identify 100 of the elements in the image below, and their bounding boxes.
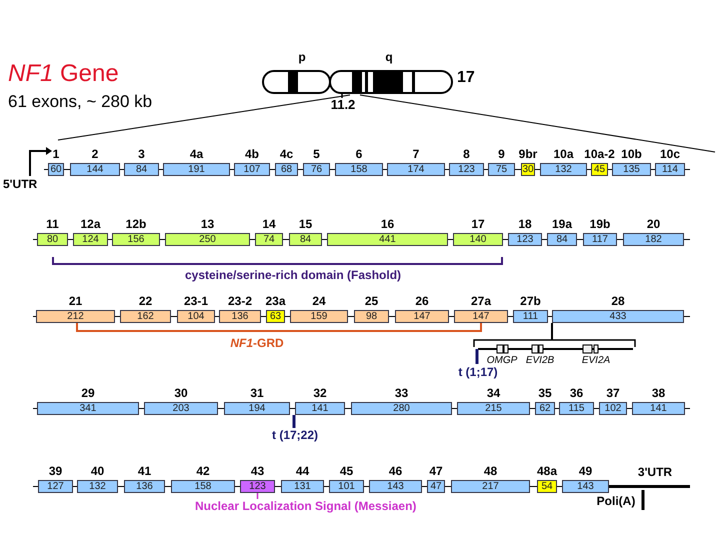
exon-box: 75 <box>488 163 515 176</box>
intron-line <box>576 239 584 240</box>
intron-line <box>72 486 78 487</box>
polya-label: Poli(A) <box>596 495 636 507</box>
exon-number: 27b <box>520 295 541 308</box>
exon-number: 25 <box>364 295 378 308</box>
breakpoint-label: t (17;22) <box>272 429 318 441</box>
exon-box: 132 <box>540 163 587 176</box>
exon-number: 27a <box>470 295 492 308</box>
intron-line <box>484 169 488 170</box>
exon-box: 194 <box>224 402 290 415</box>
exon-box: 114 <box>655 163 685 176</box>
intron-line <box>218 408 224 409</box>
exon-number: 2 <box>92 148 98 161</box>
exon-box: 123 <box>449 163 484 176</box>
exon-box: 80 <box>37 233 68 246</box>
exon-box: 136 <box>219 310 261 323</box>
signal-label: Nuclear Localization Signal (Messiaen) <box>195 499 415 513</box>
exon-box: 147 <box>395 310 449 323</box>
exon-box: 127 <box>38 480 73 493</box>
intron-line <box>508 316 514 317</box>
intron-line <box>260 316 266 317</box>
exon-box: 191 <box>163 163 230 176</box>
exon-box: 143 <box>369 480 422 493</box>
exon-number: 31 <box>250 387 264 400</box>
intron-line <box>448 239 454 240</box>
exon-box: 47 <box>427 480 445 493</box>
intron-line <box>502 239 508 240</box>
band-label: 11.2 <box>330 98 356 111</box>
exon-box: 111 <box>513 310 548 323</box>
intron-line <box>322 239 328 240</box>
gene-label: OMGP <box>486 356 518 366</box>
exon-number: 42 <box>196 465 210 478</box>
intron-line <box>348 316 354 317</box>
intron-line <box>160 239 166 240</box>
exon-number: 37 <box>606 387 620 400</box>
intron-line <box>364 486 370 487</box>
intron-line <box>234 486 240 487</box>
intron-line <box>282 239 290 240</box>
intron-line <box>298 169 304 170</box>
exon-number: 28 <box>611 295 625 308</box>
intron-line <box>68 239 74 240</box>
exon-box: 158 <box>171 480 235 493</box>
intron-line <box>214 316 220 317</box>
exon-number: 4a <box>190 148 204 161</box>
intron-line <box>164 486 172 487</box>
exon-box: 140 <box>453 233 503 246</box>
intron-line <box>64 169 70 170</box>
exon-box: 147 <box>454 310 508 323</box>
exon-box: 101 <box>329 480 364 493</box>
exon-box: 131 <box>281 480 324 493</box>
exon-number: 18 <box>518 218 532 231</box>
exon-box: 144 <box>70 163 120 176</box>
intron-line <box>534 169 540 170</box>
intron-line <box>444 169 450 170</box>
intron-line <box>554 408 560 409</box>
breakpoint-label: t (1;17) <box>458 366 498 378</box>
exon-number: 9br <box>518 148 538 161</box>
domain-label: cysteine/serine-rich domain (Fashold) <box>184 269 402 281</box>
intron-line <box>444 486 452 487</box>
intron-line <box>170 316 178 317</box>
intron-line <box>594 408 600 409</box>
exon-number: 35 <box>538 387 552 400</box>
intron-line <box>542 239 548 240</box>
domain-label: NF1-GRD <box>230 337 284 349</box>
utr-label: 3'UTR <box>638 466 672 478</box>
exon-number: 39 <box>48 465 62 478</box>
exon-number: 10a <box>553 148 574 161</box>
intron-line <box>616 239 624 240</box>
exon-number: 44 <box>296 465 310 478</box>
intron-line <box>586 169 592 170</box>
exon-box: 102 <box>599 402 627 415</box>
exon-number: 20 <box>646 218 660 231</box>
intron-line <box>250 239 256 240</box>
exon-box: 132 <box>77 480 118 493</box>
exon-box: 203 <box>144 402 218 415</box>
intron-line <box>120 169 124 170</box>
exon-box: 62 <box>535 402 555 415</box>
exon-number: 10c <box>660 148 680 161</box>
exon-box: 84 <box>124 163 159 176</box>
exon-number: 7 <box>412 148 420 161</box>
intron-line <box>626 408 632 409</box>
exon-number: 22 <box>138 295 152 308</box>
intron-line <box>388 316 396 317</box>
exon-number: 9 <box>498 148 505 161</box>
intron-line <box>290 408 296 409</box>
intron-line <box>158 169 164 170</box>
exon-box: 107 <box>234 163 270 176</box>
exon-number: 13 <box>200 218 214 231</box>
intron-line <box>422 486 428 487</box>
utr-label: 5'UTR <box>3 178 38 190</box>
exon-box: 182 <box>623 233 684 246</box>
title: NF1 Gene <box>8 60 119 88</box>
exon-box: 124 <box>73 233 108 246</box>
exon-box: 54 <box>537 480 557 493</box>
exon-number: 47 <box>429 465 443 478</box>
exon-box: 212 <box>36 310 115 323</box>
exon-number: 17 <box>471 218 485 231</box>
exon-number: 29 <box>81 387 95 400</box>
exon-number: 14 <box>262 218 276 231</box>
